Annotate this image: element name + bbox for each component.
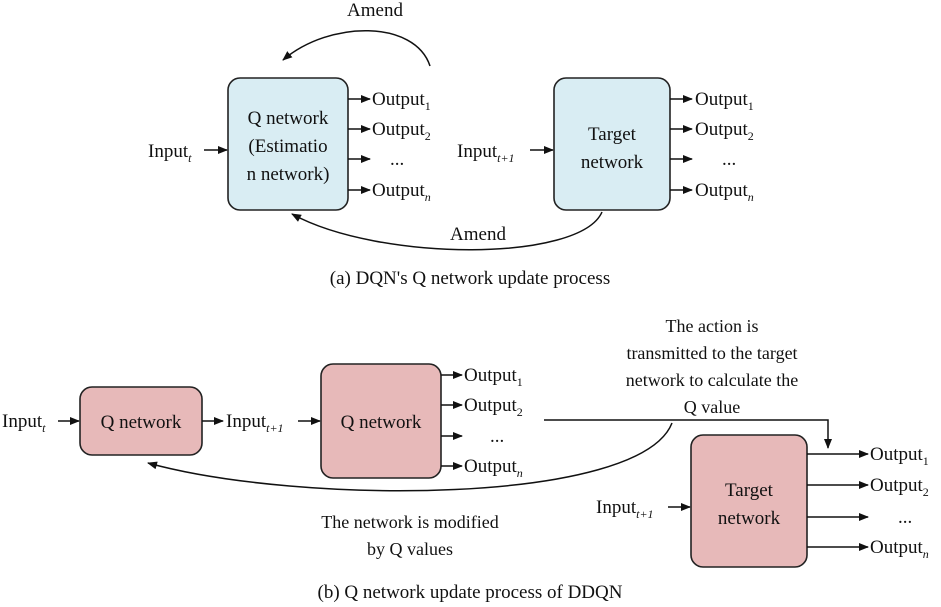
- q-network-a-line-2: (Estimatio: [248, 136, 327, 157]
- amend-top-label: Amend: [347, 0, 403, 21]
- modified-note-line-1: The network is modified: [321, 512, 498, 532]
- input-t-b: Inputt: [2, 411, 46, 435]
- target-a-line-2: network: [581, 152, 644, 173]
- t-b-output-1: Output1: [870, 444, 929, 468]
- t-b-output-dots: ...: [898, 507, 912, 528]
- caption-b: (b) Q network update process of DDQN: [318, 582, 623, 603]
- q-network-box-b2: [320, 363, 442, 479]
- q-b-output-n: Outputn: [464, 456, 523, 480]
- q-network-a-line-3: n network): [247, 164, 330, 185]
- target-network-a-outputs: Output1 Output2 ... Outputn: [670, 89, 754, 204]
- amend-top-arrow: [282, 30, 431, 67]
- q-network-a-outputs: Output1 Output2 ... Outputn: [348, 89, 431, 204]
- target-b-line-1: Target: [725, 480, 774, 501]
- modified-note-line-2: by Q values: [367, 539, 453, 559]
- q-a-output-1: Output1: [372, 89, 431, 113]
- action-note-line-1: The action is: [666, 316, 759, 336]
- target-network-b-outputs: Output1 Output2 ... Outputn: [807, 444, 929, 561]
- q-b-output-dots: ...: [490, 426, 504, 447]
- t-a-output-dots: ...: [722, 149, 736, 170]
- input-t-a: Inputt: [148, 141, 192, 165]
- input-t1-a: Inputt+1: [457, 141, 515, 165]
- target-b-line-2: network: [718, 508, 781, 529]
- action-note-line-4: Q value: [684, 397, 740, 417]
- t-a-output-n: Outputn: [695, 180, 754, 204]
- q-b-output-2: Output2: [464, 395, 523, 419]
- q-network-b1-label: Q network: [101, 412, 182, 433]
- target-network-box-a: [553, 77, 671, 211]
- action-note: The action is transmitted to the target …: [626, 316, 798, 417]
- input-t1-b-mid: Inputt+1: [226, 411, 284, 435]
- action-transmit-arrow: [544, 419, 832, 449]
- t-a-output-2: Output2: [695, 119, 754, 143]
- t-a-output-1: Output1: [695, 89, 754, 113]
- q-network-box-a: [227, 77, 349, 211]
- amend-bottom-arrow: [291, 211, 603, 251]
- t-b-output-2: Output2: [870, 475, 929, 499]
- target-network-box-b: [690, 434, 808, 568]
- caption-a: (a) DQN's Q network update process: [330, 268, 610, 289]
- q-network-b2-label: Q network: [341, 412, 422, 433]
- amend-bottom-label: Amend: [450, 224, 506, 245]
- t-b-output-n: Outputn: [870, 537, 929, 561]
- q-a-output-n: Outputn: [372, 180, 431, 204]
- action-note-line-2: transmitted to the target: [626, 343, 797, 363]
- q-network-a-line-1: Q network: [248, 108, 329, 129]
- action-note-line-3: network to calculate the: [626, 370, 798, 390]
- modify-arrow: [147, 422, 673, 492]
- q-a-output-2: Output2: [372, 119, 431, 143]
- input-t1-b-target: Inputt+1: [596, 497, 654, 521]
- target-a-line-1: Target: [588, 124, 637, 145]
- q-network-b2-outputs: Output1 Output2 ... Outputn: [441, 365, 523, 480]
- q-a-output-dots: ...: [390, 149, 404, 170]
- q-b-output-1: Output1: [464, 365, 523, 389]
